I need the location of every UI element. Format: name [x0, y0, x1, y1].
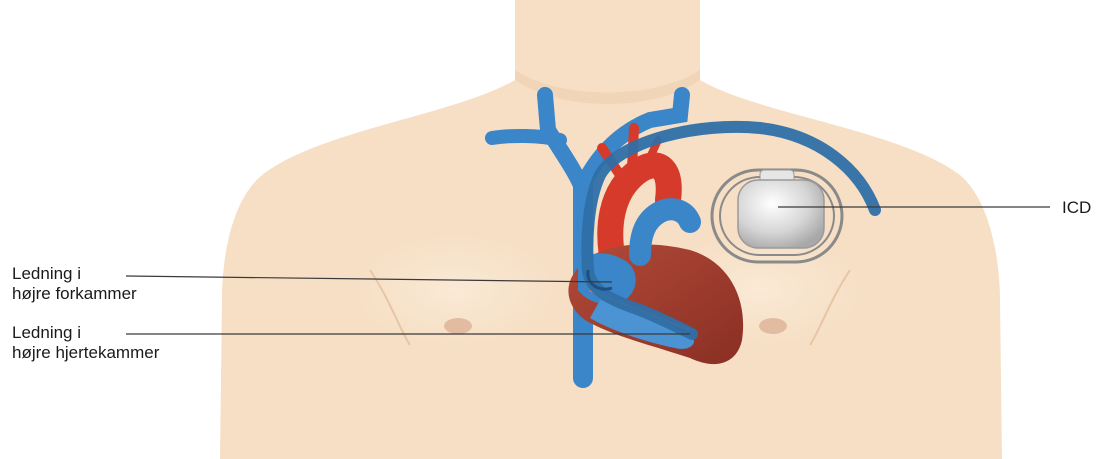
nipple-right [759, 318, 787, 334]
right-atrium-lead-line2: højre forkammer [12, 284, 137, 304]
right-ventricle-lead-line2: højre hjertekammer [12, 343, 159, 363]
right-atrium-lead-line1: Ledning i [12, 264, 137, 284]
right-ventricle-lead-label: Ledning i højre hjertekammer [12, 323, 159, 363]
icd-label: ICD [1062, 198, 1091, 218]
right-ventricle-lead-line1: Ledning i [12, 323, 159, 343]
icd-label-text: ICD [1062, 198, 1091, 218]
icd-device [738, 180, 824, 248]
right-atrium-lead-label: Ledning i højre forkammer [12, 264, 137, 304]
nipple-left [444, 318, 472, 334]
